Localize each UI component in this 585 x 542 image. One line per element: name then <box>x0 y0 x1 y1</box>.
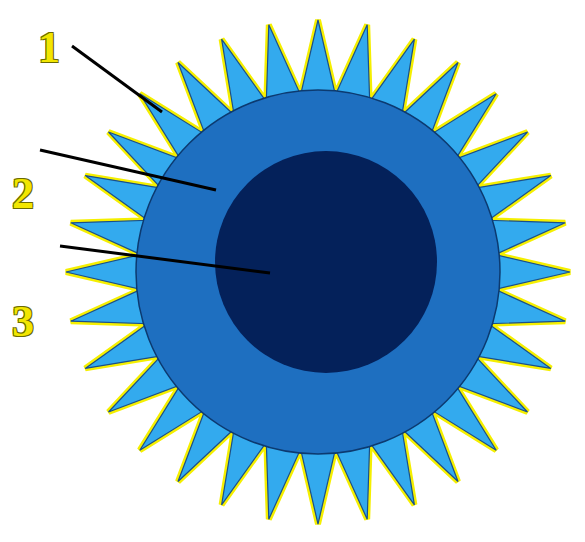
spike-ring <box>66 20 570 524</box>
middle-layer <box>136 90 500 454</box>
leader-line <box>60 246 270 273</box>
leader-line <box>72 46 162 112</box>
callout-number: 1 <box>38 26 60 70</box>
callout-number: 2 <box>12 172 34 216</box>
callout-number: 3 <box>12 300 34 344</box>
spike-ring-edge <box>66 20 570 524</box>
leader-line <box>40 150 216 190</box>
core <box>215 151 437 373</box>
